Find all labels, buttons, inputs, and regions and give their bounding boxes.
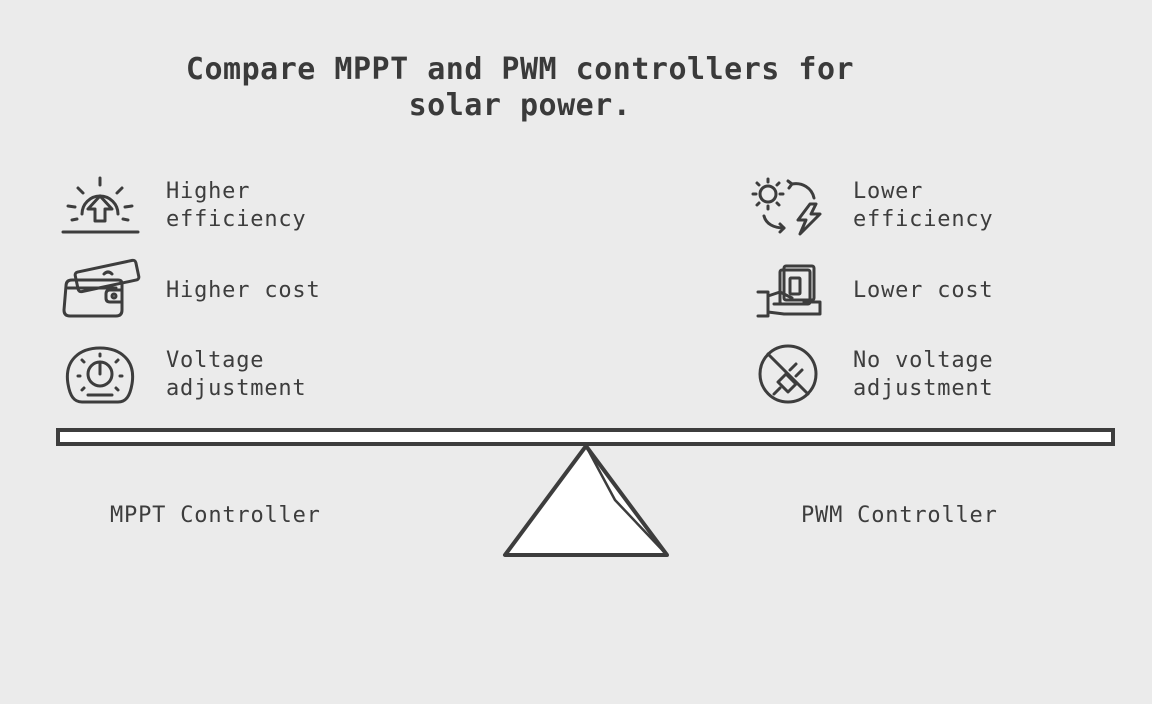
right-item-3-label: No voltage adjustment — [853, 348, 994, 401]
sun-lightning-cycle-icon — [744, 176, 828, 244]
right-item-2-label: Lower cost — [853, 278, 994, 303]
title-line-1: Compare MPPT and PWM controllers for — [185, 52, 855, 87]
title-line-2: solar power. — [408, 88, 632, 123]
seesaw-fulcrum — [503, 444, 669, 557]
no-plug-icon — [744, 344, 828, 412]
right-item-1-label: Lower efficiency — [853, 179, 994, 232]
pwm-controller-label: PWM Controller — [801, 503, 998, 528]
fulcrum-edge — [584, 445, 668, 556]
sunrise-arrow-icon — [58, 176, 142, 244]
hand-holding-cash-icon — [744, 258, 828, 326]
left-item-3-label: Voltage adjustment — [166, 348, 307, 401]
wallet-cash-icon — [58, 258, 142, 326]
mppt-controller-label: MPPT Controller — [110, 503, 321, 528]
gauge-dial-icon — [58, 344, 142, 412]
left-item-1-label: Higher efficiency — [166, 179, 307, 232]
page-title: Compare MPPT and PWM controllers for sol… — [40, 52, 1000, 124]
seesaw-beam — [56, 428, 1115, 446]
left-item-2-label: Higher cost — [166, 278, 321, 303]
